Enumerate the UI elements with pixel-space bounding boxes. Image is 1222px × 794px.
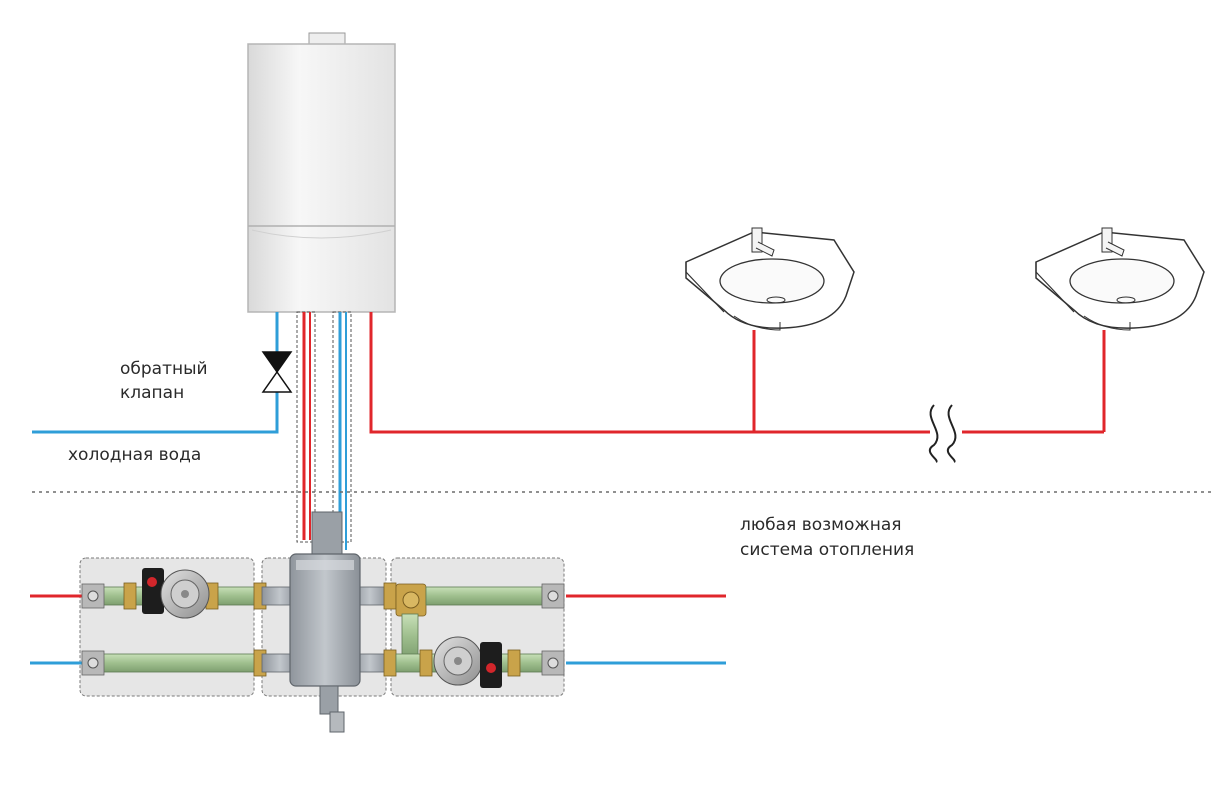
cold-water-label: холодная вода <box>68 445 202 465</box>
ball-valve-icon <box>81 650 105 676</box>
break-symbol-icon <box>928 404 957 463</box>
check-valve-icon <box>261 351 293 393</box>
cold-water-line <box>32 312 279 434</box>
check-valve-label-line1: обратный <box>120 359 208 379</box>
sink-icon <box>1035 227 1205 331</box>
boiler-icon <box>247 32 396 313</box>
heating-system-label-line1: любая возможная <box>740 515 902 535</box>
heating-system-label-line2: система отопления <box>740 540 915 560</box>
pump-icon <box>142 568 210 619</box>
pump-icon <box>433 636 502 688</box>
left-pump-group <box>81 568 267 677</box>
heating-circuit-lines <box>30 594 726 665</box>
ball-valve-icon <box>541 650 565 676</box>
right-pump-group <box>383 582 565 688</box>
check-valve-label-line2: клапан <box>120 383 185 403</box>
ball-valve-icon <box>81 583 105 609</box>
hot-water-line <box>369 312 1106 434</box>
hydraulic-separator-icon <box>261 511 389 733</box>
sink-icon <box>685 227 855 331</box>
ball-valve-icon <box>541 583 565 609</box>
